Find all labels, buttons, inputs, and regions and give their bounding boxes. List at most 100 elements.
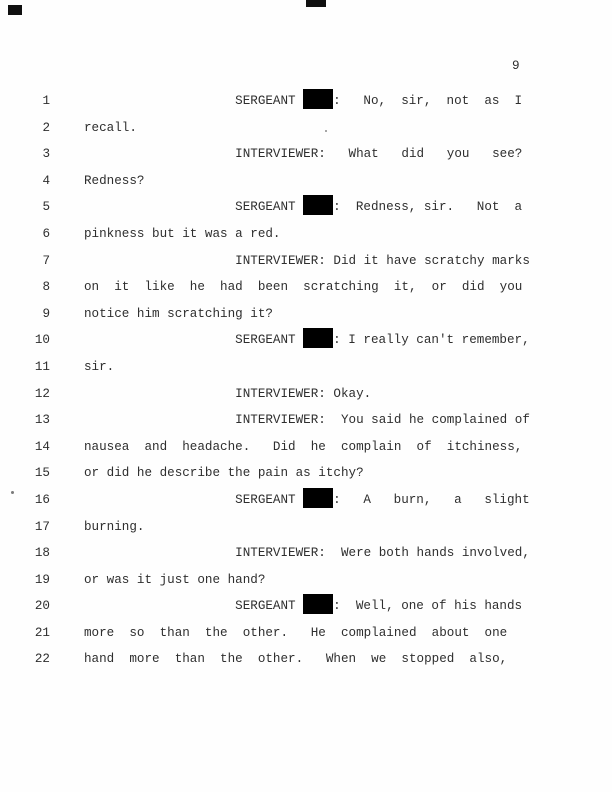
line-number: 19	[34, 572, 50, 587]
transcript-line: 4 Redness?	[0, 168, 612, 195]
line-number: 18	[34, 546, 50, 561]
line-text: INTERVIEWER: Did it have scratchy marks	[84, 248, 530, 275]
line-number: 6	[42, 226, 50, 241]
scan-artifact-dot	[325, 130, 327, 132]
text-segment: SERGEANT	[84, 94, 304, 108]
line-text: burning.	[84, 514, 144, 541]
redaction-box	[303, 195, 334, 216]
line-number: 10	[34, 333, 50, 348]
line-text: SERGEANT : No, sir, not as I	[84, 88, 522, 115]
transcript-lines: 1 SERGEANT : No, sir, not as I 2 recall. 3 …	[0, 88, 612, 673]
text-segment: or did he describe the pain as itchy?	[84, 466, 364, 481]
transcript-line: 9 notice him scratching it?	[0, 301, 612, 328]
line-number: 14	[34, 439, 50, 454]
line-number: 3	[42, 147, 50, 162]
line-number: 21	[34, 625, 50, 640]
text-segment: nausea and headache. Did he complain of …	[84, 439, 523, 454]
line-text: SERGEANT : Well, one of his hands	[84, 593, 522, 620]
transcript-line: 6 pinkness but it was a red.	[0, 221, 612, 248]
transcript-line: 2 recall.	[0, 115, 612, 142]
text-segment: hand more than the other. When we stoppe…	[84, 652, 508, 667]
line-number: 15	[34, 466, 50, 481]
line-text: on it like he had been scratching it, or…	[84, 274, 522, 301]
transcript-line: 7 INTERVIEWER: Did it have scratchy mark…	[0, 248, 612, 275]
text-segment: : Redness, sir. Not a	[333, 200, 523, 215]
transcript-line: 1 SERGEANT : No, sir, not as I	[0, 88, 612, 115]
text-segment: or was it just one hand?	[84, 572, 266, 587]
line-text: or was it just one hand?	[84, 567, 265, 594]
text-segment: recall.	[84, 120, 137, 135]
redaction-box	[303, 89, 334, 109]
text-segment: INTERVIEWER: Were both hands involved,	[84, 546, 530, 561]
line-text: notice him scratching it?	[84, 301, 273, 328]
line-number: 12	[34, 386, 50, 401]
line-text: Redness?	[84, 168, 144, 195]
redaction-box	[303, 594, 334, 615]
text-segment: INTERVIEWER: Okay.	[84, 386, 372, 401]
redaction-box	[303, 487, 334, 508]
text-segment: : Well, one of his hands	[333, 599, 523, 614]
text-segment: SERGEANT	[84, 333, 304, 348]
transcript-line: 5 SERGEANT : Redness, sir. Not a	[0, 194, 612, 221]
line-number: 7	[42, 253, 50, 268]
line-number: 13	[34, 413, 50, 428]
transcript-line: 14 nausea and headache. Did he complain o…	[0, 434, 612, 461]
line-number: 16	[34, 492, 50, 507]
transcript-line: 3 INTERVIEWER: What did you see?	[0, 141, 612, 168]
line-number: 4	[42, 173, 50, 188]
text-segment: INTERVIEWER: What did you see?	[84, 147, 523, 162]
transcript-line: 15 or did he describe the pain as itchy?	[0, 460, 612, 487]
transcript-line: 21 more so than the other. He complained …	[0, 620, 612, 647]
scan-artifact-dot	[11, 491, 14, 494]
text-segment: : I really can't remember,	[333, 333, 530, 348]
text-segment: notice him scratching it?	[84, 306, 273, 321]
text-segment: pinkness but it was a red.	[84, 226, 281, 241]
line-number: 17	[34, 519, 50, 534]
line-text: recall.	[84, 115, 137, 142]
line-text: more so than the other. He complained ab…	[84, 620, 507, 647]
redaction-box	[303, 328, 334, 349]
page-number: 9	[512, 59, 520, 73]
text-segment: : A burn, a slight	[333, 492, 530, 507]
transcript-line: 16 SERGEANT : A burn, a slight	[0, 487, 612, 514]
line-text: pinkness but it was a red.	[84, 221, 281, 248]
text-segment: Redness?	[84, 173, 145, 188]
line-number: 2	[42, 120, 50, 135]
transcript-line: 13 INTERVIEWER: You said he complained o…	[0, 407, 612, 434]
line-text: INTERVIEWER: Okay.	[84, 381, 371, 408]
text-segment: SERGEANT	[84, 492, 304, 507]
text-segment: : No, sir, not as I	[333, 94, 523, 108]
text-segment: SERGEANT	[84, 599, 304, 614]
line-text: SERGEANT : A burn, a slight	[84, 487, 530, 514]
transcript-line: 12 INTERVIEWER: Okay.	[0, 381, 612, 408]
line-number: 8	[42, 280, 50, 295]
line-number: 20	[34, 599, 50, 614]
line-text: SERGEANT : Redness, sir. Not a	[84, 194, 522, 221]
line-text: sir.	[84, 354, 114, 381]
line-number: 1	[42, 94, 50, 108]
redaction-mark-top-center-icon	[306, 0, 326, 7]
text-segment: sir.	[84, 359, 115, 374]
line-text: nausea and headache. Did he complain of …	[84, 434, 522, 461]
transcript-line: 19 or was it just one hand?	[0, 567, 612, 594]
text-segment: SERGEANT	[84, 200, 304, 215]
line-text: hand more than the other. When we stoppe…	[84, 646, 507, 673]
text-segment: INTERVIEWER: You said he complained of	[84, 413, 530, 428]
line-number: 9	[42, 306, 50, 321]
transcript-line: 18 INTERVIEWER: Were both hands involved…	[0, 540, 612, 567]
line-text: SERGEANT : I really can't remember,	[84, 327, 530, 354]
transcript-line: 20 SERGEANT : Well, one of his hands	[0, 593, 612, 620]
text-segment: burning.	[84, 519, 145, 534]
text-segment: on it like he had been scratching it, or…	[84, 280, 523, 295]
line-text: or did he describe the pain as itchy?	[84, 460, 364, 487]
redaction-mark-top-left-icon	[8, 5, 22, 15]
line-text: INTERVIEWER: What did you see?	[84, 141, 522, 168]
transcript-line: 17 burning.	[0, 514, 612, 541]
line-number: 5	[42, 200, 50, 215]
transcript-line: 10 SERGEANT : I really can't remember,	[0, 327, 612, 354]
transcript-line: 8 on it like he had been scratching it, o…	[0, 274, 612, 301]
text-segment: INTERVIEWER: Did it have scratchy marks	[84, 253, 530, 268]
